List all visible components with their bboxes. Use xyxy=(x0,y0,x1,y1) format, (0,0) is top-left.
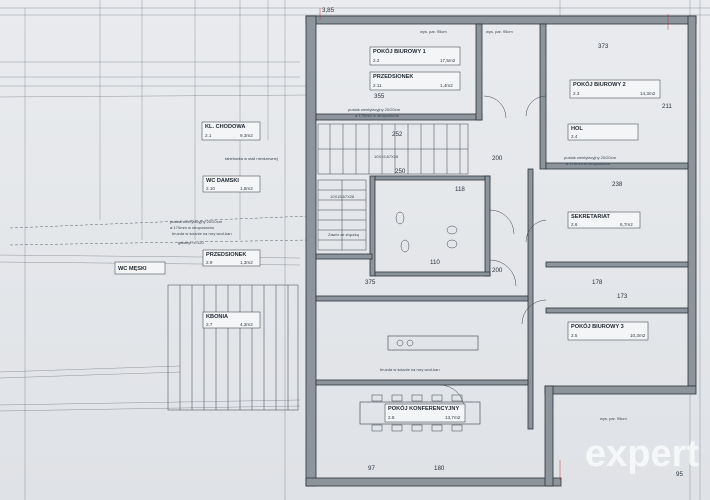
dim-top-left: 3,85 xyxy=(322,7,335,14)
watermark-text: expert xyxy=(585,433,699,475)
dim-110: 110 xyxy=(430,259,440,266)
room-no-wc-women: 2.10 xyxy=(206,186,215,191)
room-no-cold-room: 2.1 xyxy=(205,133,212,138)
room-no-office-1: 2.2 xyxy=(373,58,380,63)
room-area-wc-women: 1,8m2 xyxy=(240,186,253,191)
note-pipe-chase-2: bruzda w ścianie na rury wod-kan xyxy=(380,367,440,372)
note-vent-shaft-1: pustak wentylacyjny 20/20cm xyxy=(348,107,401,112)
dim-375: 375 xyxy=(365,279,376,286)
dim-355: 355 xyxy=(374,93,385,100)
note-pipe-chase-1: bruzda w ścianie na rury wod-kan xyxy=(172,231,232,236)
note-vent-shaft-3b: ø 170mm w stropodachu xyxy=(170,225,214,230)
room-name-vestibule-2: PRZEDSIONEK xyxy=(206,252,246,258)
room-area-cold-room: 9,3m2 xyxy=(240,133,253,138)
note-stair-spec-2: 10X15,67X28 xyxy=(330,194,355,199)
section-markers xyxy=(319,8,669,480)
room-name-vestibule-1: PRZEDSIONEK xyxy=(373,74,413,80)
dim-252: 252 xyxy=(392,131,403,138)
note-vent-shaft-2b: ø 170mm w stropodachu xyxy=(566,161,610,166)
room-area-office-3: 10,3m2 xyxy=(630,333,646,338)
dim-211: 211 xyxy=(662,103,672,110)
room-name-wc-men: WC MĘSKI xyxy=(118,266,147,272)
outer-walls xyxy=(305,15,697,487)
dim-250: 250 xyxy=(395,168,406,175)
dim-97: 97 xyxy=(368,465,375,472)
room-name-office-2: POKÓJ BIUROWY 2 xyxy=(573,80,626,88)
door-swings xyxy=(439,95,547,410)
dim-238: 238 xyxy=(612,181,623,188)
room-area-vestibule-2: 1,3m2 xyxy=(240,260,253,265)
stairs-upper xyxy=(317,123,469,175)
room-no-conference: 2.8 xyxy=(388,415,395,420)
room-no-vestibule-2: 2.9 xyxy=(206,260,213,265)
dim-95: 95 xyxy=(676,471,683,478)
room-no-office-3: 2.5 xyxy=(571,333,578,338)
room-no-hall: 2.4 xyxy=(571,134,578,139)
conference-table xyxy=(359,394,481,432)
dim-178: 178 xyxy=(592,279,603,286)
room-area-office-1: 17,5m2 xyxy=(440,58,456,63)
room-area-office-2: 14,3m2 xyxy=(640,91,656,96)
room-name-hall: HOL xyxy=(571,126,583,132)
dim-373: 373 xyxy=(598,43,609,50)
note-valve: Zawór ze złączką xyxy=(328,232,360,237)
note-vent-shaft-3: pustak wentylacyjny 20/20cm xyxy=(170,219,223,224)
note-sill-height-3: wys. par. 95cm xyxy=(600,416,627,421)
room-name-cold-room: KL. CHODOWA xyxy=(205,124,245,130)
room-area-vestibule-1: 1,4m2 xyxy=(440,83,453,88)
room-name-office-3: POKÓJ BIUROWY 3 xyxy=(571,322,624,330)
note-vent-shaft-2: pustak wentylacyjny 20/20cm xyxy=(564,155,617,160)
room-no-secretariat: 2.6 xyxy=(571,222,578,227)
room-area-conference: 13,7m2 xyxy=(445,415,461,420)
room-name-kitchen: KBONIA xyxy=(206,314,228,320)
note-wall-material: tabelówka w stali nierdzewnej xyxy=(225,156,278,161)
stairs-left xyxy=(317,179,367,251)
room-name-wc-women: WC DAMSKI xyxy=(206,178,239,184)
note-sill-height-1: wys. par. 95cm xyxy=(420,29,447,34)
dim-200: 200 xyxy=(492,155,503,162)
room-no-kitchen: 2.7 xyxy=(206,322,213,327)
dim-200b: 200 xyxy=(492,267,503,274)
room-area-kitchen: 4,3m2 xyxy=(240,322,253,327)
dim-118: 118 xyxy=(455,186,465,193)
room-label-boxes xyxy=(114,46,661,423)
room-name-conference: POKÓJ KONFERENCYJNY xyxy=(388,404,459,412)
dim-180: 180 xyxy=(434,465,445,472)
exterior-stair-hatch xyxy=(167,284,299,411)
note-clearance: gabaryt h=120 xyxy=(178,240,204,245)
kitchen-counter xyxy=(387,335,479,351)
note-stair-spec: 10X15,67X28 xyxy=(374,154,399,159)
room-area-secretariat: 6,7m2 xyxy=(620,222,633,227)
room-name-office-1: POKÓJ BIUROWY 1 xyxy=(373,47,426,55)
watermark-logo: expert xyxy=(585,433,699,475)
note-vent-shaft-1b: ø 170mm w stropodachu xyxy=(355,113,399,118)
room-no-vestibule-1: 2.11 xyxy=(373,83,382,88)
note-sill-height-2: wys. par. 95cm xyxy=(486,29,513,34)
room-name-secretariat: SEKRETARIAT xyxy=(571,214,611,220)
room-no-office-2: 2.3 xyxy=(573,91,580,96)
dim-173: 173 xyxy=(617,293,628,300)
wc-fixtures xyxy=(395,211,458,253)
